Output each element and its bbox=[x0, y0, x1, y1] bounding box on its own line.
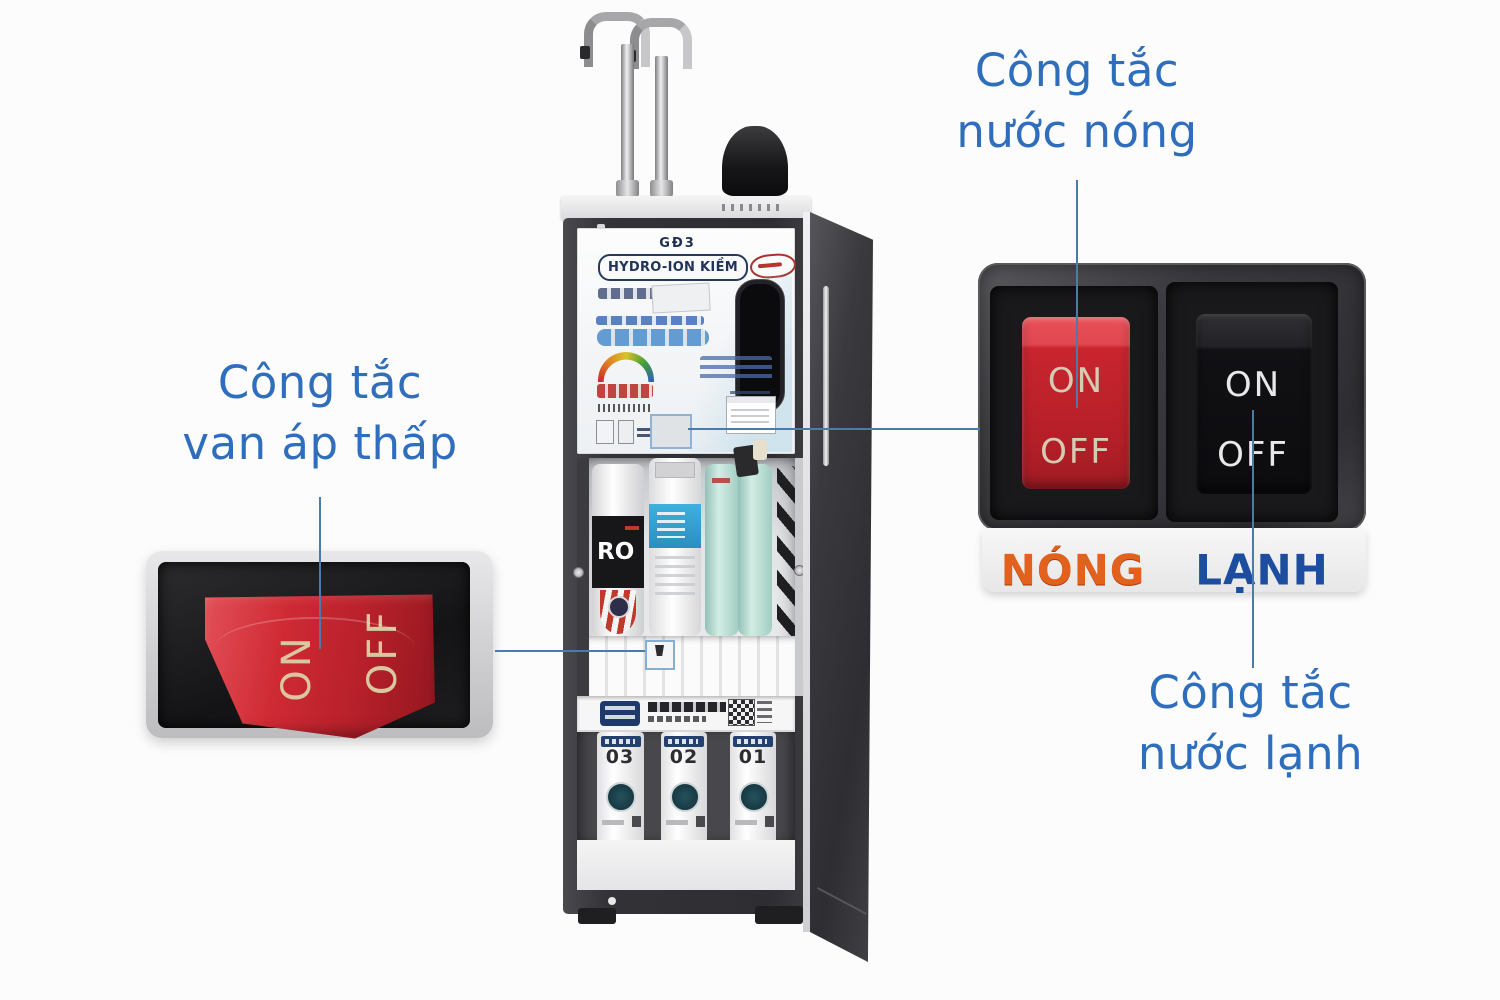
cold-water-rocker-switch: ON OFF bbox=[1196, 314, 1312, 494]
ro-emblem bbox=[608, 596, 630, 618]
hot-water-switch-label: Công tắc nước nóng bbox=[907, 40, 1247, 162]
certification-icon bbox=[596, 420, 614, 444]
open-door-panel bbox=[810, 212, 873, 962]
strip-text-blur bbox=[648, 716, 706, 722]
poster-text-blur-red bbox=[597, 384, 653, 398]
ro-membrane-label: RO bbox=[592, 516, 644, 588]
cartridge-label-strip bbox=[664, 736, 704, 747]
hot-caption: NÓNG bbox=[1000, 545, 1146, 595]
poster-model-text: HYDRO-ION KIỀM bbox=[598, 254, 748, 281]
poster-sketch bbox=[651, 282, 711, 314]
cartridge-number: 01 bbox=[738, 746, 768, 768]
hot-cold-switch-module-highlight bbox=[650, 414, 692, 449]
cold-switch-on-text: ON bbox=[1224, 365, 1282, 405]
strip-text-blur bbox=[757, 701, 772, 723]
leader-line-low-pressure-horizontal bbox=[495, 650, 647, 652]
spec-table bbox=[726, 396, 776, 434]
faucet-tip-left bbox=[580, 46, 590, 59]
cabinet-edge bbox=[803, 212, 810, 932]
pleated-tray bbox=[589, 636, 795, 696]
leader-line-low-pressure-vertical bbox=[319, 497, 321, 649]
cartridge-number: 03 bbox=[605, 746, 635, 768]
black-knob bbox=[722, 126, 788, 196]
hot-switch-off-text: OFF bbox=[1040, 432, 1112, 472]
low-pressure-valve-highlight bbox=[645, 640, 675, 670]
label-line-1: Công tắc bbox=[974, 44, 1180, 97]
tube-fitting bbox=[753, 440, 767, 460]
cartridge-label-strip bbox=[733, 736, 773, 747]
cold-water-switch-label: Công tắc nước lạnh bbox=[1078, 662, 1423, 784]
leader-line-hot-vertical bbox=[1076, 180, 1078, 408]
faucet-pipe-right bbox=[655, 56, 668, 196]
label-line-2: nước nóng bbox=[956, 105, 1198, 158]
compartment-wall-left bbox=[577, 458, 589, 696]
faucet-collar-right bbox=[650, 180, 673, 197]
cartridge-logo-badge bbox=[739, 782, 769, 812]
rocker-on-text: ON bbox=[274, 634, 320, 702]
faucet-spout-right bbox=[630, 18, 692, 69]
poster-text-blur bbox=[597, 329, 709, 346]
top-cap-buttons bbox=[722, 204, 780, 211]
cartridge-mark bbox=[696, 816, 705, 827]
cartridge-text-blur bbox=[602, 820, 624, 825]
poster-stage-text: GĐ3 bbox=[659, 236, 696, 251]
mineral-filter-tag bbox=[712, 478, 730, 483]
label-line-2: van áp thấp bbox=[182, 417, 458, 470]
poster-serial-text bbox=[598, 404, 650, 412]
cartridge-logo-badge bbox=[670, 782, 700, 812]
purifier-foot bbox=[578, 908, 616, 924]
cartridge-label-strip bbox=[601, 736, 641, 747]
cartridge-mark bbox=[765, 816, 774, 827]
certification-icon bbox=[618, 420, 634, 444]
qr-code bbox=[728, 699, 755, 726]
door-hinge-clips bbox=[777, 466, 795, 638]
faucet-collar-left bbox=[616, 180, 639, 197]
purifier-foot bbox=[755, 906, 803, 924]
faucet-pipe-left bbox=[621, 44, 634, 196]
cold-caption: LẠNH bbox=[1195, 545, 1329, 595]
leader-line-panel-horizontal bbox=[688, 428, 980, 430]
compartment-floor bbox=[577, 840, 795, 890]
hot-switch-on-text: ON bbox=[1047, 361, 1105, 401]
poster-window bbox=[736, 280, 784, 412]
label-line-1: Công tắc bbox=[1148, 666, 1353, 719]
cartridge-number: 02 bbox=[669, 746, 699, 768]
cartridge-blue-label bbox=[649, 504, 701, 548]
label-line-2: nước lạnh bbox=[1137, 727, 1364, 780]
cartridge-text-blur bbox=[735, 820, 757, 825]
screw bbox=[573, 567, 584, 578]
poster-text-blur bbox=[596, 316, 704, 325]
strip-brand-logo bbox=[600, 701, 640, 726]
label-line-1: Công tắc bbox=[217, 356, 423, 409]
screw bbox=[608, 897, 616, 905]
poster-text-blur bbox=[730, 391, 770, 394]
cartridge-bracket bbox=[655, 462, 695, 478]
leader-line-cold-vertical bbox=[1252, 410, 1254, 668]
poster-text-blur bbox=[700, 356, 772, 382]
mineral-filter-cylinder bbox=[705, 464, 739, 636]
panel-caption-strip bbox=[982, 528, 1366, 592]
cartridge-logo-badge bbox=[606, 782, 636, 812]
strip-text-blur bbox=[648, 702, 726, 712]
cartridge-text-blur bbox=[666, 820, 688, 825]
cartridge-mark bbox=[632, 816, 641, 827]
rocker-off-text: OFF bbox=[360, 608, 406, 696]
mineral-filter-cylinder bbox=[738, 464, 772, 636]
low-pressure-switch-label: Công tắc van áp thấp bbox=[130, 352, 510, 474]
cartridge-text-blur bbox=[655, 556, 695, 596]
door-handle bbox=[823, 286, 829, 466]
poster-text-blur bbox=[598, 288, 694, 299]
